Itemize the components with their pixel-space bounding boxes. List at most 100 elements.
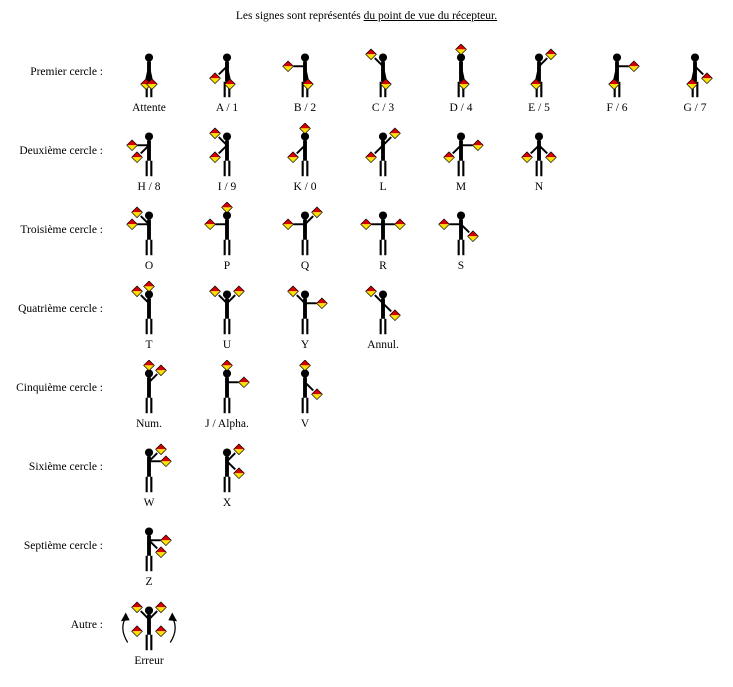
flag-yellow-half	[545, 54, 557, 60]
flag-yellow-half	[394, 224, 406, 230]
flag-red-half	[545, 151, 557, 158]
head	[534, 132, 544, 141]
arm	[148, 539, 158, 550]
arm	[226, 66, 231, 80]
flag-yellow-half	[701, 78, 713, 84]
signal-cell: R	[344, 202, 422, 272]
row-label: Quatrième cercle :	[18, 303, 103, 315]
flag-outline	[233, 443, 245, 456]
signal-cell: L	[344, 123, 422, 193]
arm	[382, 136, 392, 146]
flag-red-half	[131, 625, 143, 632]
arm	[218, 136, 228, 146]
flag-outline	[131, 285, 143, 298]
wave-arrow-right	[169, 617, 176, 643]
arm	[374, 57, 384, 67]
flag-red-half	[160, 455, 172, 462]
flag-red-half	[521, 151, 533, 158]
flag-red-half	[394, 218, 406, 225]
semaphore-figure	[140, 53, 158, 98]
signal-cell: F / 6	[578, 44, 656, 114]
flag-yellow-half	[360, 224, 372, 230]
semaphore-figure	[221, 360, 250, 414]
signal-cell: N	[500, 123, 578, 193]
title-underlined-text: du point de vue du récepteur.	[363, 10, 498, 22]
flag-outline	[545, 48, 557, 61]
semaphore-figure	[287, 123, 311, 177]
flag-yellow-half	[221, 365, 233, 371]
flag-yellow-half	[233, 449, 245, 455]
arm	[226, 460, 236, 471]
arm	[460, 66, 465, 80]
signal-label: X	[222, 497, 232, 509]
flag-red-half	[458, 78, 470, 85]
flag-red-half	[155, 625, 167, 632]
flag-yellow-half	[316, 303, 328, 309]
head	[222, 448, 232, 457]
flag-outline	[209, 285, 221, 298]
signal-label: J / Alpha.	[205, 418, 249, 430]
arm	[304, 215, 314, 225]
flag-outline	[282, 218, 294, 231]
signal-label: M	[455, 181, 467, 193]
flag-red-half	[628, 60, 640, 67]
flag-red-half	[299, 123, 311, 129]
flag-yellow-half	[209, 291, 221, 297]
flag-red-half	[360, 218, 372, 225]
flag-red-half	[311, 388, 323, 395]
flag-yellow-half	[160, 461, 172, 467]
flag-yellow-half	[126, 145, 138, 151]
flag-outline	[126, 218, 138, 231]
head	[144, 606, 154, 615]
head	[378, 132, 388, 141]
flag-outline	[143, 281, 155, 293]
flag-yellow-half	[233, 473, 245, 479]
signal-label: Annul.	[367, 339, 399, 351]
signal-label: R	[379, 260, 387, 272]
flag-red-half	[221, 202, 233, 208]
arm	[218, 65, 228, 76]
signal-label: F / 6	[606, 102, 628, 114]
flag-outline	[160, 455, 172, 468]
wave-arrow-right-head	[168, 612, 178, 622]
signal-cell: T	[110, 281, 188, 351]
flag-red-half	[302, 78, 314, 85]
arm	[382, 302, 392, 313]
signal-cell: Annul.	[344, 281, 422, 351]
signal-cell: W	[110, 439, 188, 509]
arm	[296, 144, 306, 155]
signal-cell: Y	[266, 281, 344, 351]
signal-cell: S	[422, 202, 500, 272]
signal-label: A / 1	[215, 102, 239, 114]
flag-outline	[126, 139, 138, 152]
flag-red-half	[316, 297, 328, 304]
head	[456, 132, 466, 141]
flag-outline	[209, 151, 221, 164]
row-label: Deuxième cercle :	[19, 145, 103, 157]
signal-label: N	[534, 181, 544, 193]
flag-yellow-half	[365, 54, 377, 60]
signal-label: I / 9	[217, 181, 237, 193]
flag-red-half	[438, 218, 450, 225]
flag-yellow-half	[146, 84, 158, 90]
signal-label: E / 5	[528, 102, 550, 114]
flag-outline	[131, 625, 143, 638]
flag-yellow-half	[209, 133, 221, 139]
flag-yellow-half	[224, 84, 236, 90]
semaphore-figure	[360, 211, 406, 256]
flag-yellow-half	[155, 631, 167, 637]
flag-outline	[287, 151, 299, 164]
signal-cell: U	[188, 281, 266, 351]
flag-outline	[143, 360, 155, 372]
flag-outline	[209, 72, 221, 85]
signal-label: O	[144, 260, 154, 272]
signal-cell: A / 1	[188, 44, 266, 114]
flag-yellow-half	[126, 224, 138, 230]
semaphore-figure	[282, 206, 323, 256]
flag-outline	[628, 60, 640, 73]
flag-red-half	[238, 376, 250, 383]
flag-yellow-half	[438, 224, 450, 230]
